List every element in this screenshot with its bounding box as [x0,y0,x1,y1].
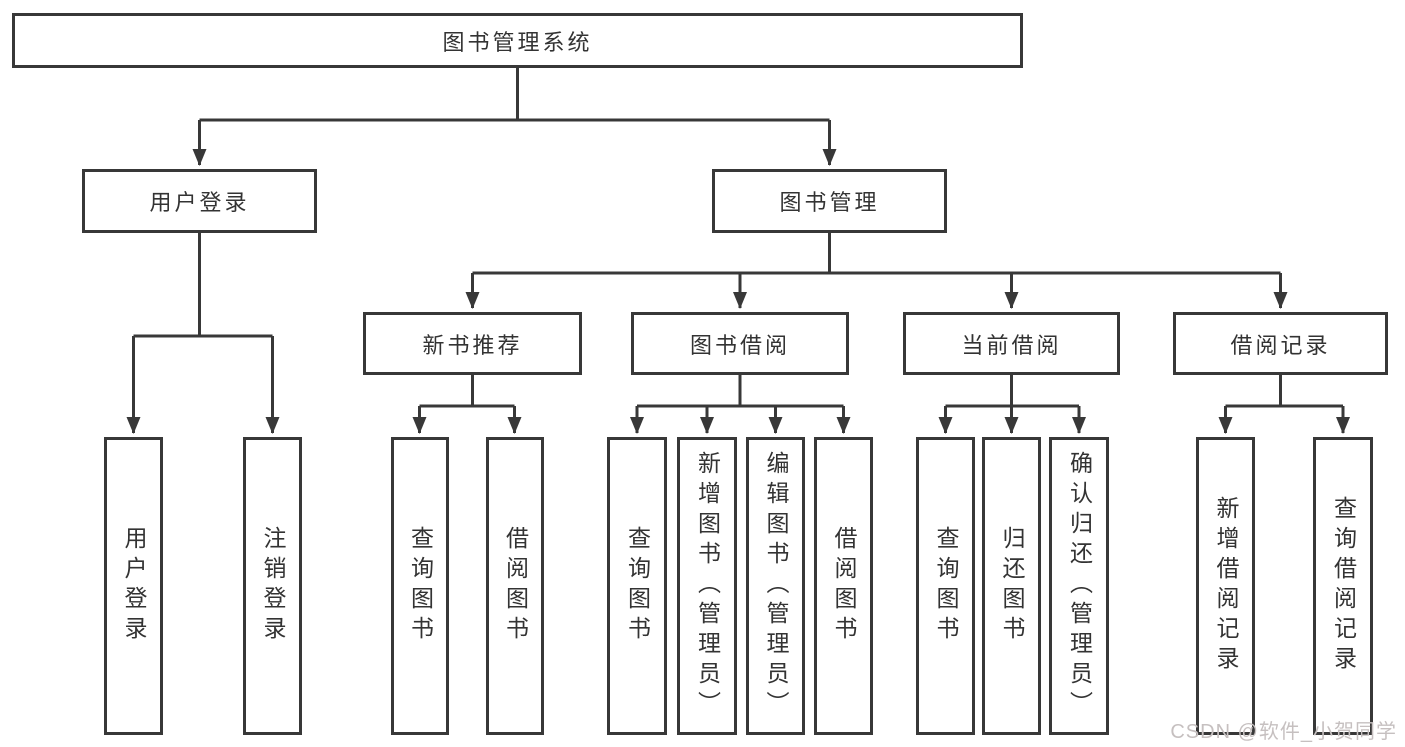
leaf-return-books: 归还图书 [982,437,1041,735]
leaf-borrow-query-books: 查询图书 [607,437,667,735]
connector-trunks [133,68,1343,408]
node-user-login: 用户登录 [82,169,317,233]
node-borrow-records: 借阅记录 [1173,312,1388,375]
leaf-edit-books-admin: 编辑图书（管理员） [746,437,805,735]
leaf-recommend-borrow-books: 借阅图书 [486,437,544,735]
connector-arrows [126,120,1350,434]
leaf-user-login: 用户登录 [104,437,163,735]
node-new-book-recommend: 新书推荐 [363,312,582,375]
leaf-recommend-query-books: 查询图书 [391,437,449,735]
node-root-system: 图书管理系统 [12,13,1023,68]
leaf-confirm-return-admin: 确认归还（管理员） [1049,437,1109,735]
csdn-watermark: CSDN @软件_小贺同学 [1170,721,1397,743]
leaf-add-borrow-record: 新增借阅记录 [1196,437,1255,735]
leaf-add-books-admin: 新增图书（管理员） [677,437,737,735]
leaf-borrow-books: 借阅图书 [814,437,873,735]
leaf-query-borrow-record: 查询借阅记录 [1313,437,1373,735]
leaf-current-query-books: 查询图书 [916,437,975,735]
node-book-management: 图书管理 [712,169,947,233]
node-book-borrow: 图书借阅 [631,312,849,375]
leaf-logout: 注销登录 [243,437,302,735]
node-current-borrow: 当前借阅 [903,312,1120,375]
